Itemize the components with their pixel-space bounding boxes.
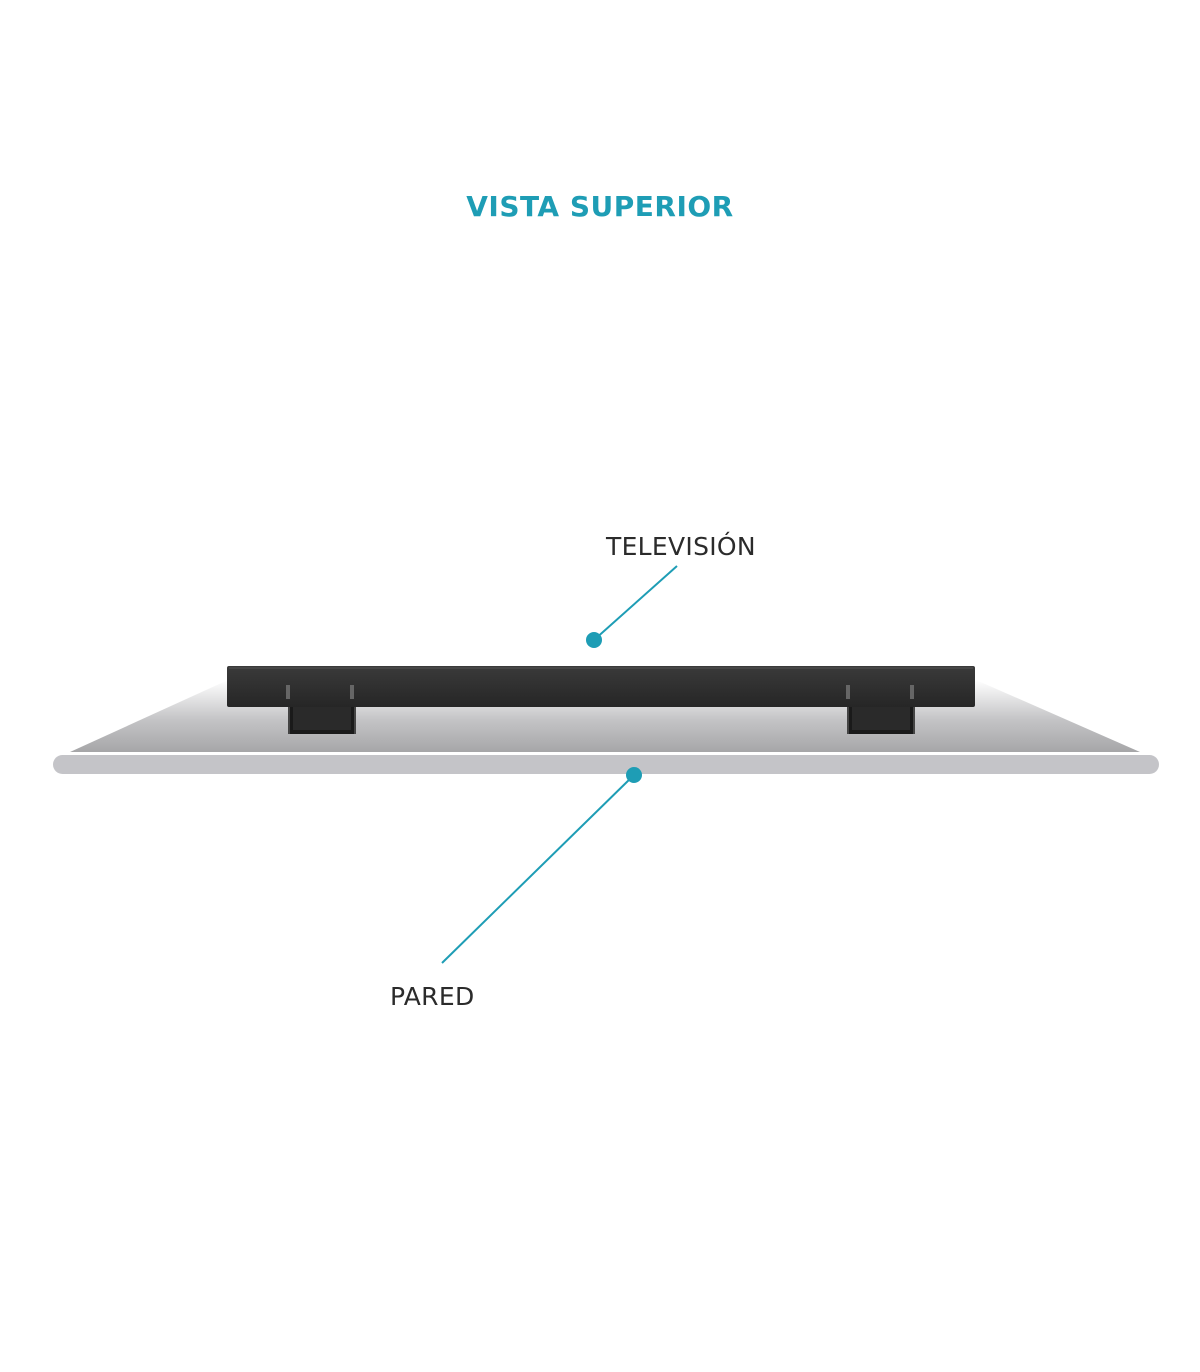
television-callout-line [593,565,678,641]
wall-callout-line [441,774,635,964]
television-label: TELEVISIÓN [606,532,756,561]
wall-callout-dot [626,767,642,783]
diagram-title: VISTA SUPERIOR [466,190,734,223]
wall-strip [53,755,1159,774]
wall-label: PARED [390,982,475,1011]
television-body [227,666,975,707]
television-callout-dot [586,632,602,648]
